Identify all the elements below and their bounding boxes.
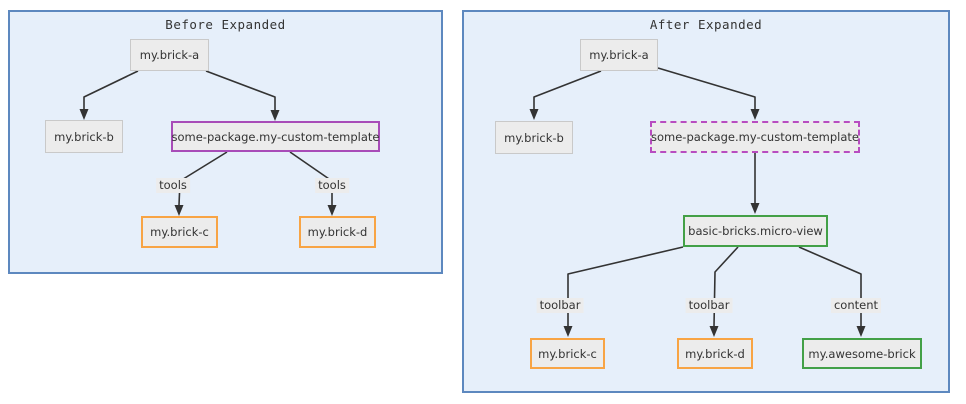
node-after-my-awesome-brick: my.awesome-brick	[802, 338, 922, 369]
node-after-my-brick-b: my.brick-b	[495, 121, 573, 154]
edge-after-a-to-template	[657, 67, 756, 109]
node-before-my-brick-a: my.brick-a	[130, 39, 209, 71]
after-expanded-panel: After Expanded	[462, 10, 950, 393]
arrowhead-after-microview-to-awesome	[856, 326, 866, 337]
node-after-my-brick-a: my.brick-a	[580, 39, 658, 71]
node-after-custom-template: some-package.my-custom-template	[650, 121, 860, 153]
arrowhead-before-a-to-template	[270, 110, 280, 121]
edge-before-a-to-b	[83, 70, 139, 109]
arrowhead-after-a-to-b	[529, 109, 539, 120]
before-panel-title: Before Expanded	[165, 17, 286, 32]
node-before-my-brick-d: my.brick-d	[299, 216, 376, 248]
edge-before-a-to-template	[205, 70, 276, 110]
arrowhead-before-template-to-d	[327, 205, 337, 216]
edge-after-a-to-b	[533, 70, 602, 109]
arrowhead-after-microview-to-c	[563, 326, 573, 337]
node-after-my-brick-d: my.brick-d	[677, 338, 753, 369]
edge-after-microview-to-awesome	[798, 246, 862, 326]
arrowhead-after-a-to-template	[750, 109, 760, 120]
edge-label-tools-left: tools	[156, 178, 190, 193]
node-before-my-brick-b: my.brick-b	[45, 120, 123, 153]
arrowhead-before-a-to-b	[79, 109, 89, 120]
arrowhead-after-microview-to-d	[709, 326, 719, 337]
arrowhead-before-template-to-c	[174, 205, 184, 216]
arrowhead-after-template-to-microview	[750, 203, 760, 214]
edge-after-microview-to-d	[713, 246, 739, 327]
node-after-my-brick-c: my.brick-c	[530, 338, 605, 369]
after-panel-title: After Expanded	[649, 17, 763, 32]
edge-label-toolbar-left: toolbar	[536, 298, 584, 313]
edge-label-toolbar-mid: toolbar	[685, 298, 733, 313]
node-before-my-brick-c: my.brick-c	[141, 216, 218, 248]
edge-label-content: content	[830, 298, 882, 313]
node-before-custom-template: some-package.my-custom-template	[171, 121, 380, 152]
node-after-micro-view: basic-bricks.micro-view	[683, 215, 828, 247]
edge-after-microview-to-c	[567, 246, 684, 326]
edge-label-tools-right: tools	[315, 178, 349, 193]
